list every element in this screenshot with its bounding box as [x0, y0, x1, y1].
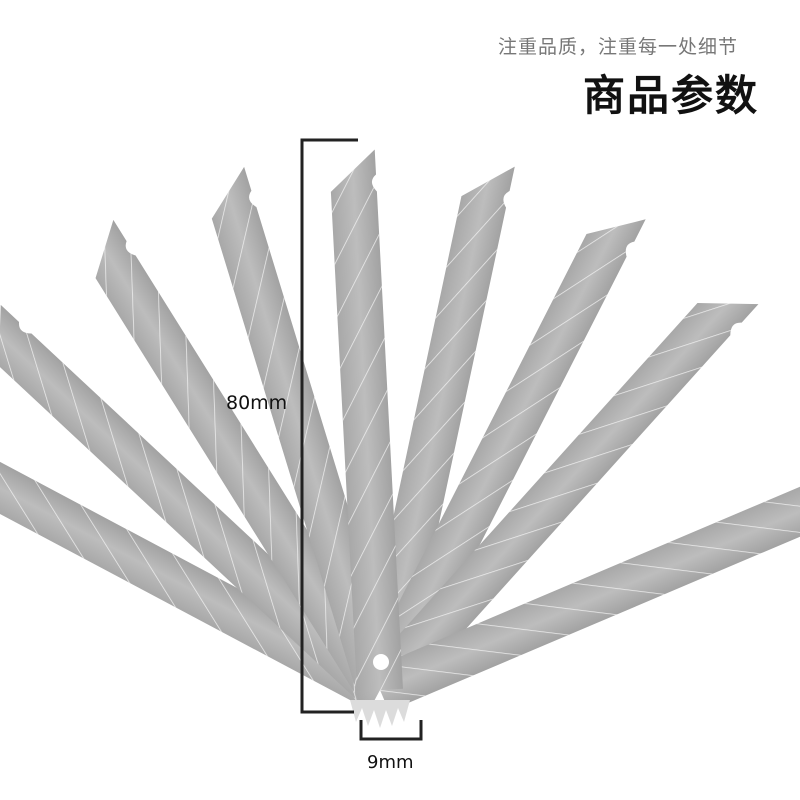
- blades-group: [0, 149, 800, 712]
- length-dimension-bracket: [300, 138, 358, 714]
- length-label: 80mm: [226, 392, 288, 414]
- width-dimension-bracket: [359, 720, 423, 741]
- tagline: 注重品质，注重每一处细节: [498, 36, 739, 58]
- pivot-hole: [373, 654, 389, 670]
- page-title: 商品参数: [583, 71, 760, 120]
- width-label: 9mm: [367, 752, 414, 773]
